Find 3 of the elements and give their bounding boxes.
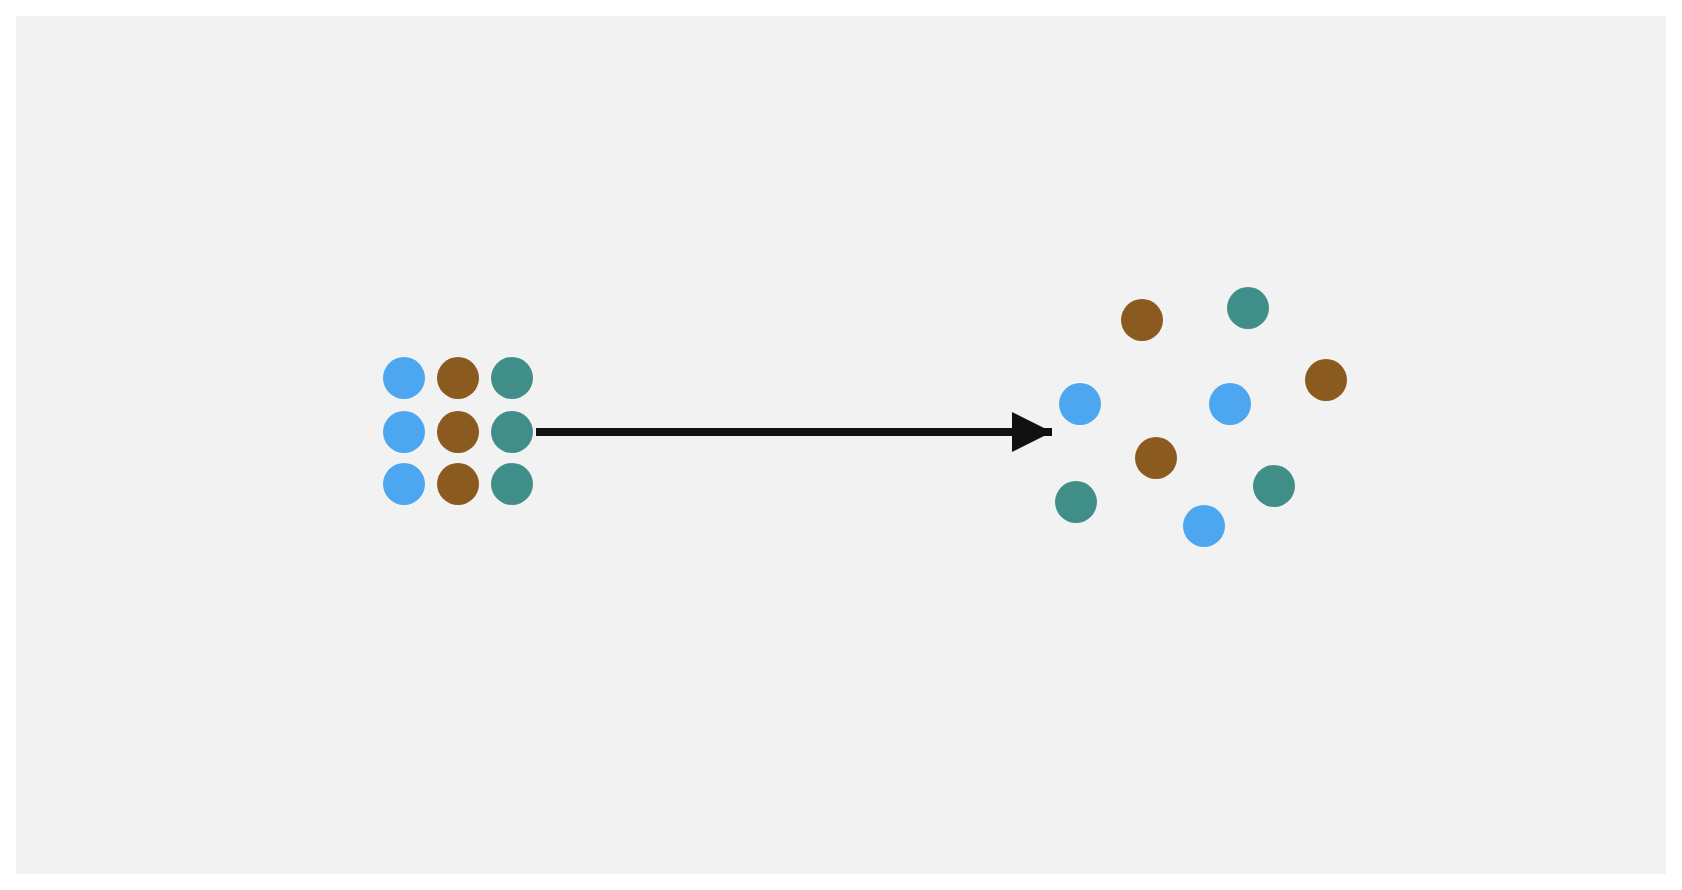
arrow: [536, 412, 1052, 452]
scattered-dots-drawing: [1052, 284, 1350, 550]
dot-grid-drawing: [380, 354, 536, 508]
